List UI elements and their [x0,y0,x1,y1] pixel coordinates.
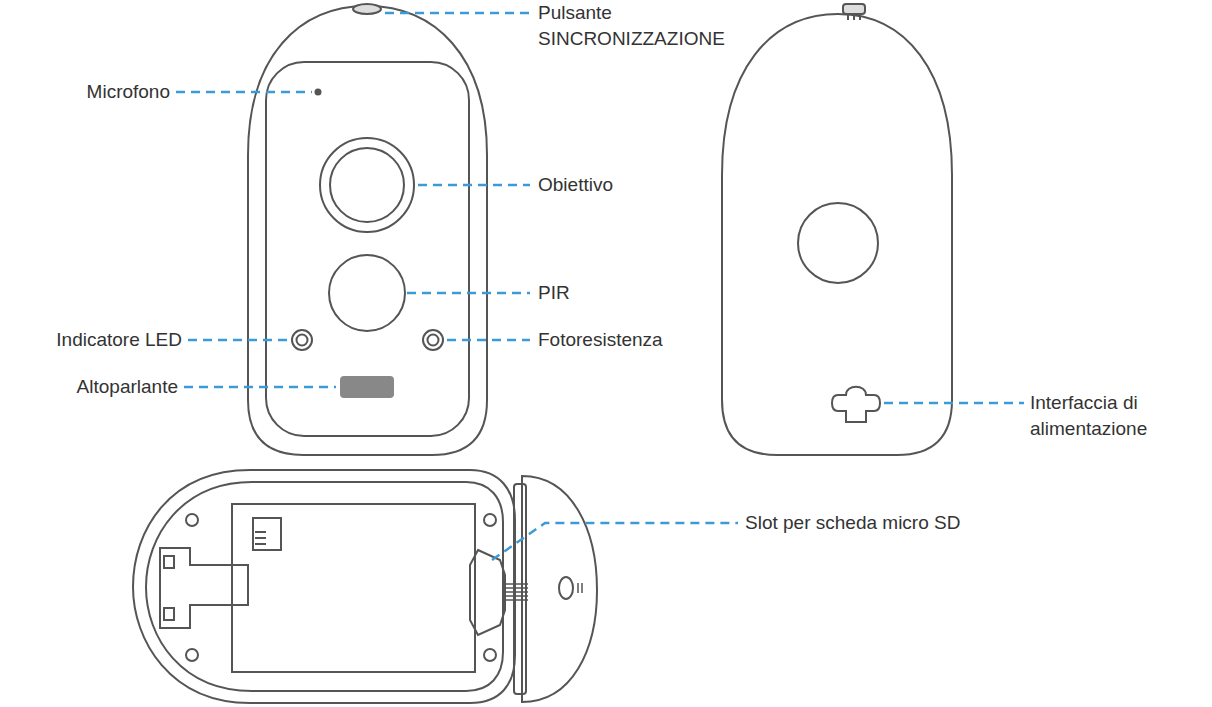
battery-clip [232,565,248,605]
leader-line [418,184,530,187]
leader-line [188,339,288,342]
part-label: Indicatore LED [54,327,184,353]
cap-button [559,577,573,599]
battery-cap [522,476,597,702]
board-chip-pin [255,531,266,533]
battery-board [232,504,475,672]
led-outer [292,330,312,350]
leader-line [176,91,312,94]
battery-connector-tab [164,608,174,620]
part-label: Slot per scheda micro SD [743,510,962,536]
screw [484,649,496,661]
back-top-connector [843,4,865,14]
part-label: Altoparlante [75,374,180,400]
photoresistor-outer [423,330,443,350]
leader-line [447,339,530,342]
part-label: Microfono [85,79,172,105]
part-label: Fotoresistenza [536,327,665,353]
part-label: Obiettivo [536,172,615,198]
front-housing [248,6,487,455]
open-housing-outer [133,470,515,703]
battery-cap-rim [514,484,526,694]
led-inner [297,335,308,346]
back-top-connector-line [853,14,855,20]
sync-button [353,4,381,14]
leader-line [385,12,530,15]
back-top-connector-line [859,14,861,20]
screw [484,514,496,526]
part-label: Pulsante SINCRONIZZAZIONE [536,0,727,52]
back-top-connector-line [847,14,849,20]
back-housing [722,14,952,455]
board-chip-pin [255,543,266,545]
front-face [266,62,469,436]
battery-connector [160,548,232,628]
leader-line [407,292,530,295]
open-housing-inner [146,482,503,691]
battery-connector-tab [164,556,174,568]
board-chip-pin [255,537,266,539]
mount-circle [798,203,878,283]
screw [186,649,198,661]
leader-line [884,402,1024,405]
leader-line [184,386,336,389]
part-label: Interfaccia di alimentazione [1028,390,1197,442]
leader-lines [176,13,1024,560]
hinge-spring [505,584,528,600]
power-interface [832,387,880,422]
sd-card-holder [470,550,505,635]
microphone-hole [316,90,321,95]
part-label: PIR [536,280,572,306]
board-chip [253,518,281,550]
photoresistor-inner [428,335,439,346]
screw [186,514,198,526]
leader-line [492,523,738,560]
cap-mark [577,583,579,593]
pir-sensor [329,255,405,331]
lens-inner [330,148,404,222]
lens-outer [320,138,414,232]
speaker-grille [340,376,394,398]
cap-mark [581,583,583,593]
